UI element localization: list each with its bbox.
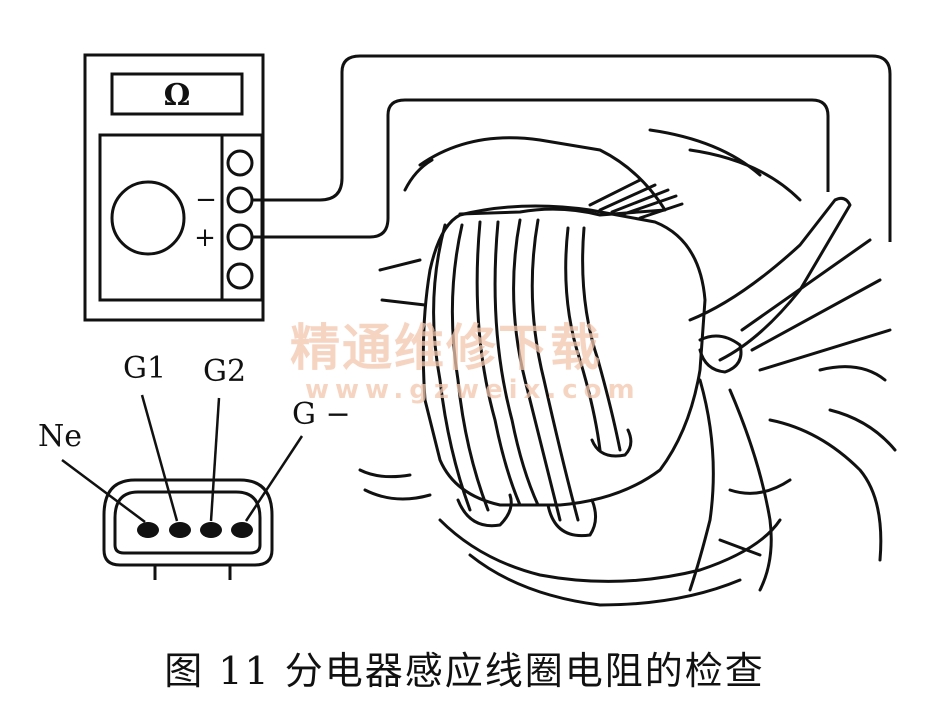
pin-label-g-minus: G − xyxy=(292,397,351,432)
pin-ne xyxy=(137,522,159,538)
meter-dial xyxy=(110,180,186,256)
pin-g2 xyxy=(200,522,222,538)
connector-pins xyxy=(137,522,253,538)
meter-display-symbol: Ω xyxy=(164,78,191,113)
distributor-illustration xyxy=(358,128,897,607)
minus-label: − xyxy=(195,185,217,215)
terminal-4 xyxy=(226,262,254,290)
pin-leader-lines xyxy=(61,394,304,524)
terminal-1 xyxy=(226,149,254,177)
figure-caption: 图 11 分电器感应线圈电阻的检查 xyxy=(164,649,765,693)
watermark-title: 精通维修下载 xyxy=(290,319,602,377)
terminal-minus xyxy=(226,186,254,214)
pin-label-ne: Ne xyxy=(38,419,82,454)
terminal-plus xyxy=(226,223,254,251)
pin-label-g1: G1 xyxy=(123,351,166,386)
meter-display xyxy=(110,72,244,116)
meter-face-panel xyxy=(98,133,264,302)
test-leads xyxy=(252,54,892,242)
watermark-url: www.gzweix.com xyxy=(305,375,641,405)
plus-label: + xyxy=(194,223,216,253)
ohmmeter xyxy=(83,53,265,322)
pin-g1 xyxy=(169,522,191,538)
lead-minus xyxy=(252,54,892,242)
pin-label-g2: G2 xyxy=(203,354,246,389)
pin-g-minus xyxy=(231,522,253,538)
lead-plus xyxy=(252,98,830,239)
connector-housing xyxy=(102,478,274,567)
